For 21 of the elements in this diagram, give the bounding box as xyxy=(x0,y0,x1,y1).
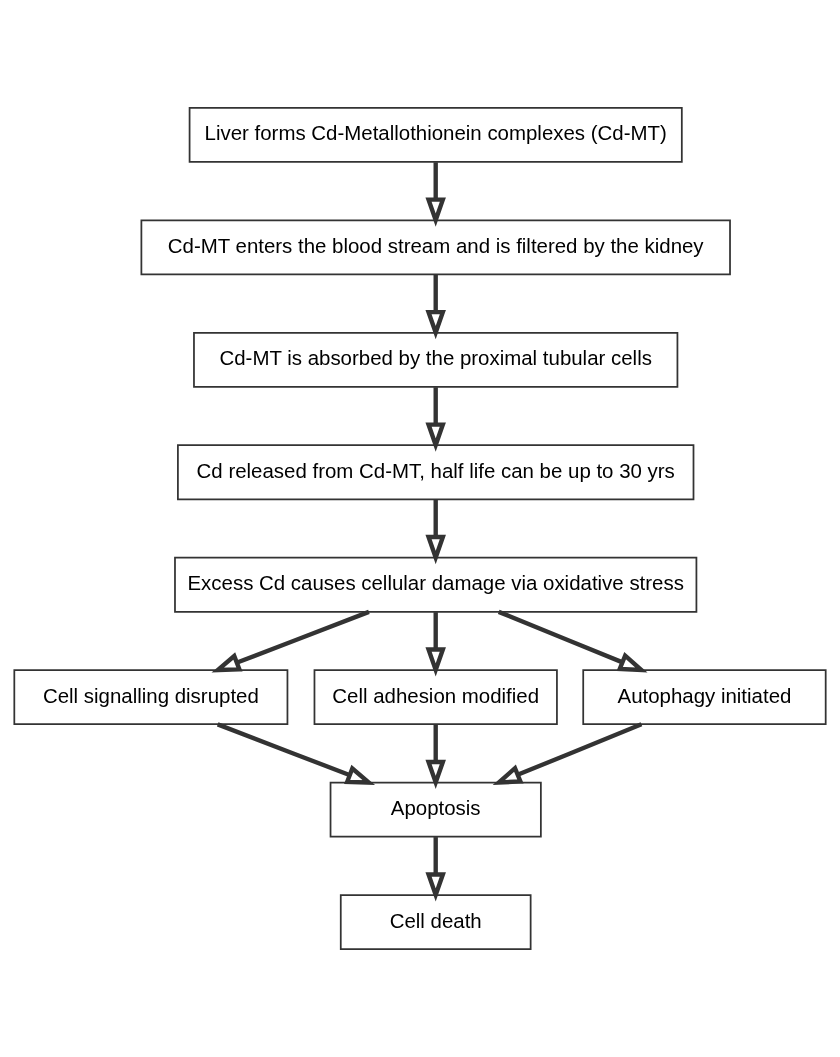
node-box: Cell signalling disrupted xyxy=(13,669,289,726)
arrow xyxy=(425,499,446,565)
node-box: Apoptosis xyxy=(329,781,542,838)
node-box: Autophagy initiated xyxy=(582,669,827,726)
arrow xyxy=(425,274,446,340)
arrow xyxy=(211,609,370,673)
arrow xyxy=(425,724,446,790)
node-box: Excess Cd causes cellular damage via oxidative stress xyxy=(174,556,698,613)
node-box: Cd-MT enters the blood stream and is filtered by the kidney xyxy=(140,219,731,276)
node-box: Cell adhesion modified xyxy=(313,669,558,726)
arrow xyxy=(425,162,446,227)
node-box: Cd-MT is absorbed by the proximal tubular cells xyxy=(193,331,679,388)
node-box: Liver forms Cd-Metallothionein complexes (Cd-MT) xyxy=(188,106,683,163)
arrow xyxy=(497,609,648,673)
arrow xyxy=(216,722,376,785)
node-box: Cell death xyxy=(339,894,532,951)
arrow xyxy=(425,612,446,677)
arrow xyxy=(425,837,446,902)
arrow xyxy=(492,722,643,785)
arrow xyxy=(425,387,446,452)
node-box: Cd released from Cd-MT, half life can be up to 30 yrs xyxy=(177,444,695,501)
